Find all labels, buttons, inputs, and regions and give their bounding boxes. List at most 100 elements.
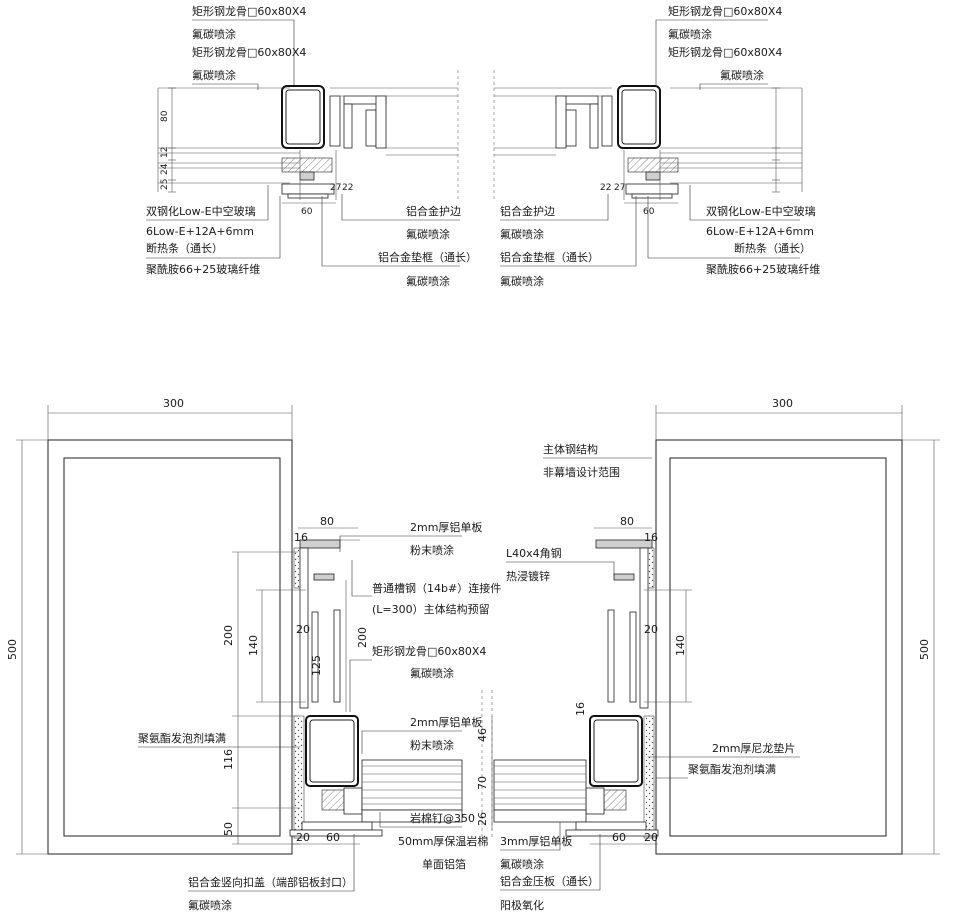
dim-22-right: 22: [600, 183, 611, 193]
dim-16-left: 16: [294, 531, 308, 544]
label-al-frame: 铝合金垫框（通长）: [378, 250, 477, 264]
label-3mm-al-panel: 3mm厚铝单板: [500, 834, 572, 848]
label-coating-right-4: 氟碳喷涂: [500, 274, 544, 288]
label-structure-reserve: (L=300）主体结构预留: [372, 602, 490, 616]
dim-20-right-1: 20: [644, 623, 658, 636]
label-pu-foam-right: 聚氨酯发泡剂填满: [688, 762, 776, 776]
label-steel-keel-bottom: 矩形钢龙骨□60x80X4: [372, 645, 486, 658]
label-anodized: 阳极氧化: [500, 898, 544, 912]
label-coating-r2: 氟碳喷涂: [720, 68, 764, 82]
label-coating-2: 氟碳喷涂: [192, 68, 236, 82]
label-vertical-cap: 铝合金竖向扣盖（端部铝板封口）: [188, 875, 353, 889]
label-coating-right-3: 氟碳喷涂: [500, 227, 544, 241]
label-al-press-plate: 铝合金压板（通长）: [500, 874, 599, 888]
dim-80-right: 80: [620, 515, 634, 528]
label-glass: 双钢化Low-E中空玻璃: [146, 204, 256, 218]
label-coating-bottom: 氟碳喷涂: [410, 666, 454, 680]
steel-tube: [281, 85, 325, 149]
dim-500-left: 500: [6, 639, 19, 660]
label-glass-spec: 6Low-E+12A+6mm: [146, 225, 254, 238]
label-thermal-break: 断热条（通长）: [146, 241, 223, 255]
label-galvanized: 热浸镀锌: [506, 569, 550, 583]
steel-tube-bottom-left: [305, 715, 359, 787]
label-coating-r1: 氟碳喷涂: [668, 27, 712, 41]
label-steel-keel-1: 矩形钢龙骨□60x80X4: [192, 5, 306, 18]
top-left-callouts: 矩形钢龙骨□60x80X4 氟碳喷涂 矩形钢龙骨□60x80X4 氟碳喷涂 双钢…: [146, 5, 477, 288]
label-powder-coating-1: 粉末喷涂: [410, 543, 454, 557]
dim-140-left: 140: [247, 635, 260, 656]
structural-column-left: [47, 439, 293, 855]
dim-16-right-2: 16: [574, 702, 587, 716]
insulation-rock-wool: [361, 759, 463, 811]
label-powder-coating-2: 粉末喷涂: [410, 738, 454, 752]
dim-60-left: 60: [326, 831, 340, 844]
glass-unit: [157, 87, 300, 192]
dim-26-right: 26: [476, 812, 489, 826]
dim-27-right: 27: [614, 183, 625, 193]
dim-22: 22: [342, 183, 353, 193]
label-al-foil: 单面铝箔: [422, 857, 466, 871]
dim-20-right-2: 20: [644, 831, 658, 844]
label-coating-4: 氟碳喷涂: [406, 274, 450, 288]
dim-300-right: 300: [772, 397, 793, 410]
label-al-edge-right: 铝合金护边: [500, 204, 555, 218]
aluminum-profile: [329, 87, 458, 156]
label-main-steel: 主体钢结构: [543, 442, 598, 456]
dim-46-right: 46: [476, 728, 489, 742]
top-left-detail: 80 12 24 25 60 22 27 矩形钢龙骨□60x80X4 氟碳喷涂 …: [146, 5, 477, 288]
dim-116-left: 116: [222, 749, 235, 770]
label-glass-spec-right: 6Low-E+12A+6mm: [706, 225, 814, 238]
label-steel-keel-r2: 矩形钢龙骨□60x80X4: [668, 46, 782, 59]
label-al-edge: 铝合金护边: [406, 204, 461, 218]
dim-60-right: 60: [643, 207, 655, 217]
label-pu-foam-left: 聚氨酯发泡剂填满: [138, 731, 226, 745]
dim-80-left: 80: [320, 515, 334, 528]
label-glass-right: 双钢化Low-E中空玻璃: [706, 204, 816, 218]
dim-20-left-1: 20: [296, 623, 310, 636]
dim-200-left: 200: [222, 625, 235, 646]
label-polyamide-right: 聚酰胺66+25玻璃纤维: [706, 262, 820, 276]
dim-500-right: 500: [918, 639, 931, 660]
dim-80: 80: [160, 110, 170, 122]
dim-25: 25: [160, 179, 170, 190]
structural-column-right: [655, 439, 903, 855]
steel-tube-right: [617, 85, 661, 149]
top-right-callouts: 矩形钢龙骨□60x80X4 氟碳喷涂 矩形钢龙骨□60x80X4 氟碳喷涂 双钢…: [500, 5, 820, 288]
dim-125-left: 125: [310, 655, 323, 676]
bottom-right-callouts: 主体钢结构 非幕墙设计范围 L40x4角钢 热浸镀锌 2mm厚尼龙垫片 聚氨酯发…: [500, 442, 800, 912]
label-channel-steel: 普通槽钢（14b#）连接件: [372, 581, 501, 595]
top-right-detail: 60 22 27 矩形钢龙骨□60x80X4 氟碳喷涂 矩形钢龙骨□60x80X…: [493, 5, 820, 288]
label-nylon-pad: 2mm厚尼龙垫片: [712, 741, 795, 755]
bottom-right-detail: 300 500 80 16 140 20 16: [476, 397, 940, 912]
dim-300-left: 300: [163, 397, 184, 410]
label-non-scope: 非幕墙设计范围: [543, 465, 620, 479]
dim-12: 12: [160, 147, 170, 158]
dim-140-right: 140: [674, 635, 687, 656]
dim-70-right: 70: [476, 776, 489, 790]
dim-50-left: 50: [222, 822, 235, 836]
label-coating-3mm: 氟碳喷涂: [500, 857, 544, 871]
label-rock-wool-nail: 岩棉钉@350: [410, 811, 475, 825]
bottom-left-detail: 300 500: [6, 397, 501, 912]
bottom-left-callouts: 2mm厚铝单板 粉末喷涂 普通槽钢（14b#）连接件 (L=300）主体结构预留…: [138, 520, 501, 912]
dim-20-left-2: 20: [296, 831, 310, 844]
label-rock-wool: 50mm厚保温岩棉: [398, 834, 488, 848]
dim-16-right: 16: [644, 531, 658, 544]
label-polyamide: 聚酰胺66+25玻璃纤维: [146, 262, 260, 276]
label-al-frame-right: 铝合金垫框（通长）: [500, 250, 599, 264]
dim-27: 27: [330, 183, 341, 193]
label-steel-keel-r1: 矩形钢龙骨□60x80X4: [668, 5, 782, 18]
dim-60: 60: [301, 207, 313, 217]
label-steel-keel-2: 矩形钢龙骨□60x80X4: [192, 46, 306, 59]
top-left-dims: 80 12 24 25 60 22 27: [160, 87, 353, 217]
dim-60-right-bottom: 60: [612, 831, 626, 844]
steel-tube-bottom-right: [589, 715, 643, 787]
dim-200-inner: 200: [356, 627, 369, 648]
label-coating-3: 氟碳喷涂: [406, 227, 450, 241]
dim-24: 24: [160, 163, 170, 175]
label-angle-steel: L40x4角钢: [506, 547, 562, 560]
label-coating-1: 氟碳喷涂: [192, 27, 236, 41]
label-2mm-al-panel-2: 2mm厚铝单板: [410, 715, 482, 729]
label-2mm-al-panel-1: 2mm厚铝单板: [410, 520, 482, 534]
